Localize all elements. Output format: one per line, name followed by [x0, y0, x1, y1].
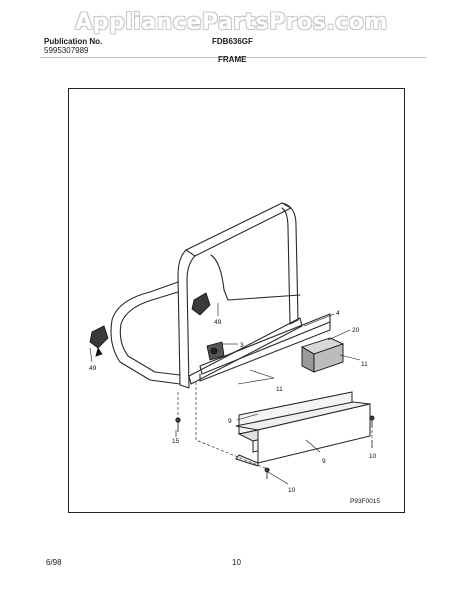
callout-11-center: 11: [276, 386, 283, 393]
frame-bottom-rail: [188, 317, 303, 385]
frame-top-rail: [185, 202, 292, 257]
footer-page-number: 10: [232, 558, 241, 567]
frame-side-arm-inner: [119, 291, 181, 376]
callout-49-right: 49: [214, 319, 222, 326]
watermark: AppliancePartsPros.com: [75, 10, 388, 35]
publication-label: Publication No.: [44, 37, 103, 46]
callout-15: 15: [172, 438, 180, 445]
switch-box-part: [300, 337, 345, 373]
door-hinge-part: [206, 341, 225, 361]
figure-code: P93F0015: [350, 498, 380, 505]
callout-10-right: 10: [369, 453, 377, 460]
callout-49-left: 49: [89, 365, 97, 372]
diagram-frame: [68, 88, 405, 513]
callout-9-upper: 9: [228, 418, 232, 425]
frame-side-arm: [110, 281, 181, 385]
callout-20: 20: [352, 327, 360, 334]
callout-10-bottom: 10: [288, 487, 296, 494]
callout-4: 4: [336, 310, 340, 317]
frame-right-upright: [281, 202, 299, 325]
hinge-bracket-right: [191, 292, 211, 316]
footer-date: 6/98: [46, 558, 62, 567]
publication-number: 5995307989: [44, 46, 89, 55]
section-title: FRAME: [218, 55, 247, 64]
callout-11-right: 11: [361, 361, 368, 368]
callout-3: 3: [240, 342, 244, 349]
header-rule: [40, 57, 426, 58]
model-number: FDB636GF: [212, 37, 253, 46]
callout-9-lower: 9: [322, 458, 326, 465]
frame-left-upright: [177, 249, 196, 389]
screw-15: [175, 417, 181, 432]
hinge-bracket-left: [89, 325, 109, 357]
frame-inner-tube: [210, 254, 301, 301]
